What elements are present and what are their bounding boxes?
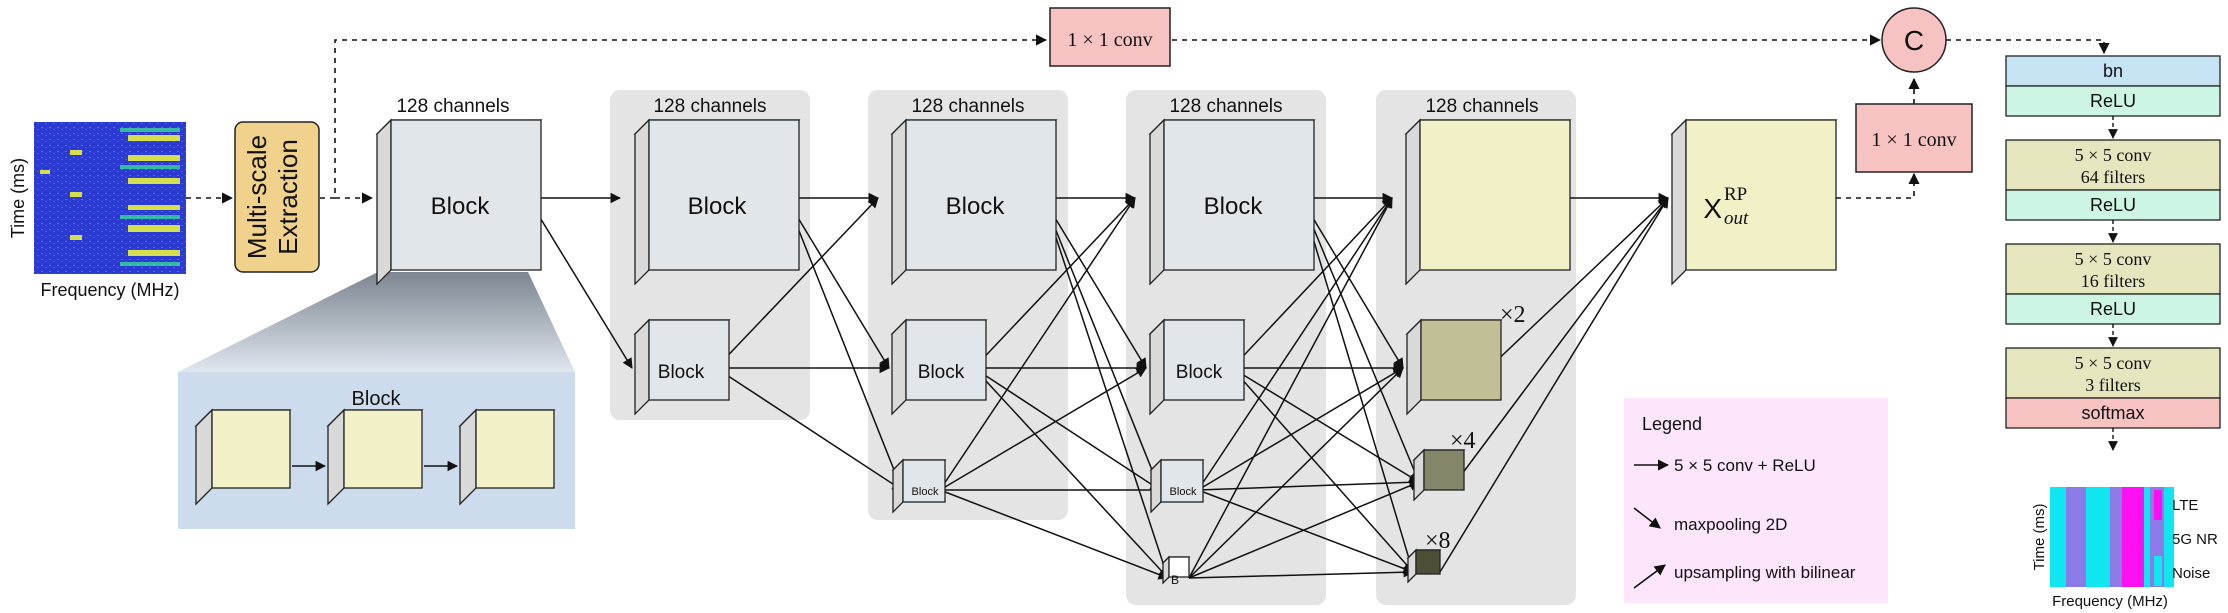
blocks	[194, 118, 1838, 585]
legend-panel: Legend 5 × 5 conv + ReLU maxpooling 2D u…	[1624, 398, 1888, 603]
class-swatch-5gnr	[2154, 522, 2162, 554]
input-y-label: Time (ms)	[8, 158, 28, 238]
xout-main: X	[1703, 193, 1722, 224]
legend-title: Legend	[1642, 414, 1702, 434]
col4-medium-block	[1148, 318, 1246, 416]
legend-item-upsample: upsampling with bilinear	[1674, 563, 1856, 582]
top-conv-label: 1 × 1 conv	[1067, 29, 1152, 51]
col3-big-block	[890, 118, 1058, 286]
col4-tiny-block	[1161, 555, 1191, 585]
head-layer-label: ReLU	[2090, 195, 2136, 215]
head-layer-label: ReLU	[2090, 91, 2136, 111]
column-headers: 128 channels 128 channels 128 channels 1…	[396, 96, 1538, 117]
head-layer-sublabel: 64 filters	[2081, 167, 2146, 187]
class-label-5gnr: 5G NR	[2172, 531, 2218, 548]
skip-connections	[186, 34, 2110, 204]
head-layer-label: softmax	[2081, 403, 2144, 423]
column-3-header: 128 channels	[911, 96, 1024, 117]
head-layer-label: 5 × 5 conv	[2075, 249, 2152, 269]
head-layer-sublabel: 3 filters	[2085, 375, 2141, 395]
concat-label: C	[1904, 25, 1924, 56]
detail-block-3	[458, 408, 556, 506]
side-1x1-conv: 1 × 1 conv	[1855, 103, 1973, 173]
multi-scale-extraction: Multi-scale Extraction	[234, 121, 320, 273]
detail-block-1	[194, 408, 292, 506]
scale-labels: ×2 ×4 ×8	[1425, 302, 1526, 554]
col4-medium-label: Block	[1176, 362, 1223, 383]
column-2-header: 128 channels	[653, 96, 766, 117]
head-layer-relu: ReLU	[2005, 85, 2221, 117]
col3-big-label: Block	[946, 193, 1006, 220]
col4-small-label: Block	[1170, 486, 1197, 498]
col1-big-block	[375, 118, 543, 286]
column-5-header: 128 channels	[1425, 96, 1538, 117]
connection-arrows	[292, 192, 1670, 580]
scale-x2: ×2	[1500, 302, 1526, 328]
col2-medium-label: Block	[658, 362, 705, 383]
block-detail-panel: Block	[178, 272, 575, 529]
class-swatch-noise	[2154, 556, 2162, 586]
xout-sub: out	[1724, 208, 1749, 229]
column-4-header: 128 channels	[1169, 96, 1282, 117]
col1-big-label: Block	[431, 193, 491, 220]
output-y-label: Time (ms)	[2031, 504, 2048, 571]
class-swatch-lte	[2154, 490, 2162, 520]
col4-big-block	[1148, 118, 1316, 286]
concat-node: C	[1881, 7, 1947, 73]
head-layer-sublabel: 16 filters	[2081, 271, 2146, 291]
col5-tiny-block	[1406, 548, 1442, 584]
col2-big-block	[633, 118, 801, 286]
extraction-line2: Extraction	[273, 139, 303, 255]
head-layer-label: bn	[2103, 61, 2123, 81]
col4-big-label: Block	[1204, 193, 1264, 220]
col3-medium-label: Block	[918, 362, 965, 383]
legend-item-conv: 5 × 5 conv + ReLU	[1674, 456, 1816, 475]
class-label-noise: Noise	[2172, 565, 2210, 582]
col2-big-label: Block	[688, 193, 748, 220]
head-layer-label: 5 × 5 conv	[2075, 353, 2152, 373]
head-layer-label: ReLU	[2090, 299, 2136, 319]
col5-small-block	[1412, 448, 1466, 502]
xout-label: X RP out	[1703, 184, 1749, 229]
input-spectrogram: Time (ms) Frequency (MHz)	[8, 122, 186, 300]
column-1-header: 128 channels	[396, 96, 509, 117]
col5-medium-block	[1405, 318, 1503, 416]
col2-medium-block	[633, 318, 731, 416]
xout-block	[1670, 118, 1838, 286]
head-layer-bn: bn	[2005, 55, 2221, 87]
class-label-lte: LTE	[2172, 497, 2198, 514]
col4-tiny-label: B	[1171, 573, 1179, 587]
block-labels: Block Block Block Block Block Block Bloc…	[431, 193, 1264, 587]
xout-sup: RP	[1724, 184, 1747, 205]
legend-item-maxpool: maxpooling 2D	[1674, 515, 1787, 534]
col4-small-block	[1149, 458, 1205, 514]
detail-block-2	[326, 408, 424, 506]
top-1x1-conv: 1 × 1 conv	[1049, 7, 1171, 67]
extraction-line1: Multi-scale	[242, 135, 272, 259]
col3-medium-block	[890, 318, 988, 416]
head-layer-relu: ReLU	[2005, 189, 2221, 221]
col3-small-block	[891, 458, 947, 514]
scale-x8: ×8	[1425, 528, 1451, 554]
output-x-label: Frequency (MHz)	[2052, 593, 2168, 610]
col3-small-label: Block	[912, 486, 939, 498]
col5-big-block	[1404, 118, 1572, 286]
block-detail-title: Block	[352, 388, 402, 410]
side-conv-label: 1 × 1 conv	[1871, 129, 1956, 151]
head-layer-softmax: softmax	[2005, 397, 2221, 429]
head-layer-relu: ReLU	[2005, 293, 2221, 325]
head-layer-label: 5 × 5 conv	[2075, 145, 2152, 165]
output-spectrogram: Time (ms) Frequency (MHz) LTE 5G NR Nois…	[2031, 487, 2218, 610]
input-x-label: Frequency (MHz)	[40, 280, 179, 300]
scale-x4: ×4	[1450, 428, 1476, 454]
